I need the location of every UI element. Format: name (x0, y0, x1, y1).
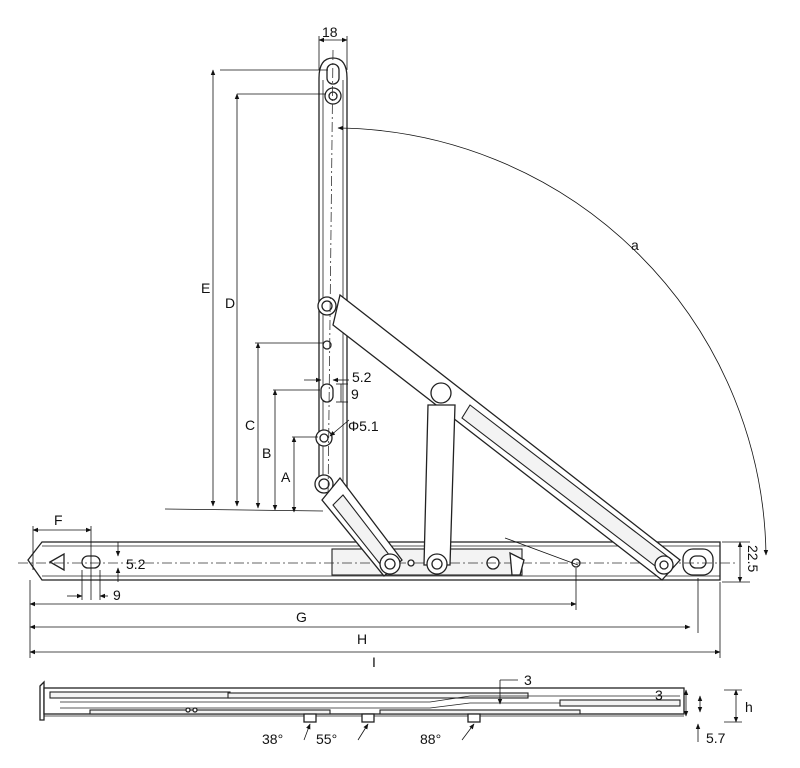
horizontal-dims (29, 568, 721, 658)
label-side-3-right: 3 (655, 687, 663, 703)
label-side-5-7: 5.7 (706, 730, 726, 746)
stop-55 (361, 713, 375, 723)
label-dim-B: B (262, 445, 271, 461)
extension-lines (164, 36, 348, 512)
middle-link (423, 404, 456, 575)
slot-callouts (304, 377, 350, 437)
hole-leader (504, 537, 579, 566)
label-arc-a: a (631, 237, 639, 253)
end-triangle-icon (48, 552, 65, 572)
label-angle-88: 88° (420, 731, 441, 747)
label-dim-G: G (296, 609, 307, 625)
label-dim-F: F (54, 512, 63, 528)
label-dim-C: C (245, 417, 255, 433)
label-dim-A: A (281, 469, 291, 485)
label-width-18: 18 (322, 24, 338, 40)
side-view (39, 680, 685, 723)
label-side-h: h (745, 699, 753, 715)
label-dim-H: H (357, 631, 367, 647)
label-height-22-5: 22.5 (745, 545, 761, 572)
label-slot-width: 5.2 (352, 369, 372, 385)
label-angle-55: 55° (316, 731, 337, 747)
angle-arc (337, 125, 769, 556)
base-slot-callouts (67, 542, 121, 600)
arm-slot (320, 383, 334, 403)
label-base-slot-width: 5.2 (126, 556, 146, 572)
vertical-arm (314, 49, 348, 501)
label-base-slot-height: 9 (113, 587, 121, 603)
label-slot-height: 9 (351, 386, 359, 402)
dimension-lines (210, 37, 348, 513)
side-view-dims (303, 679, 742, 742)
stop-88 (467, 713, 481, 723)
dim-F-lines (32, 526, 92, 600)
label-hole-diameter: Φ5.1 (348, 418, 379, 434)
label-angle-38: 38° (262, 731, 283, 747)
label-side-3-top: 3 (524, 672, 532, 688)
label-dim-I: I (372, 654, 376, 670)
label-dim-D: D (225, 295, 235, 311)
label-dim-E: E (201, 280, 210, 296)
stop-38 (303, 713, 317, 723)
dim-22-5 (722, 541, 750, 583)
